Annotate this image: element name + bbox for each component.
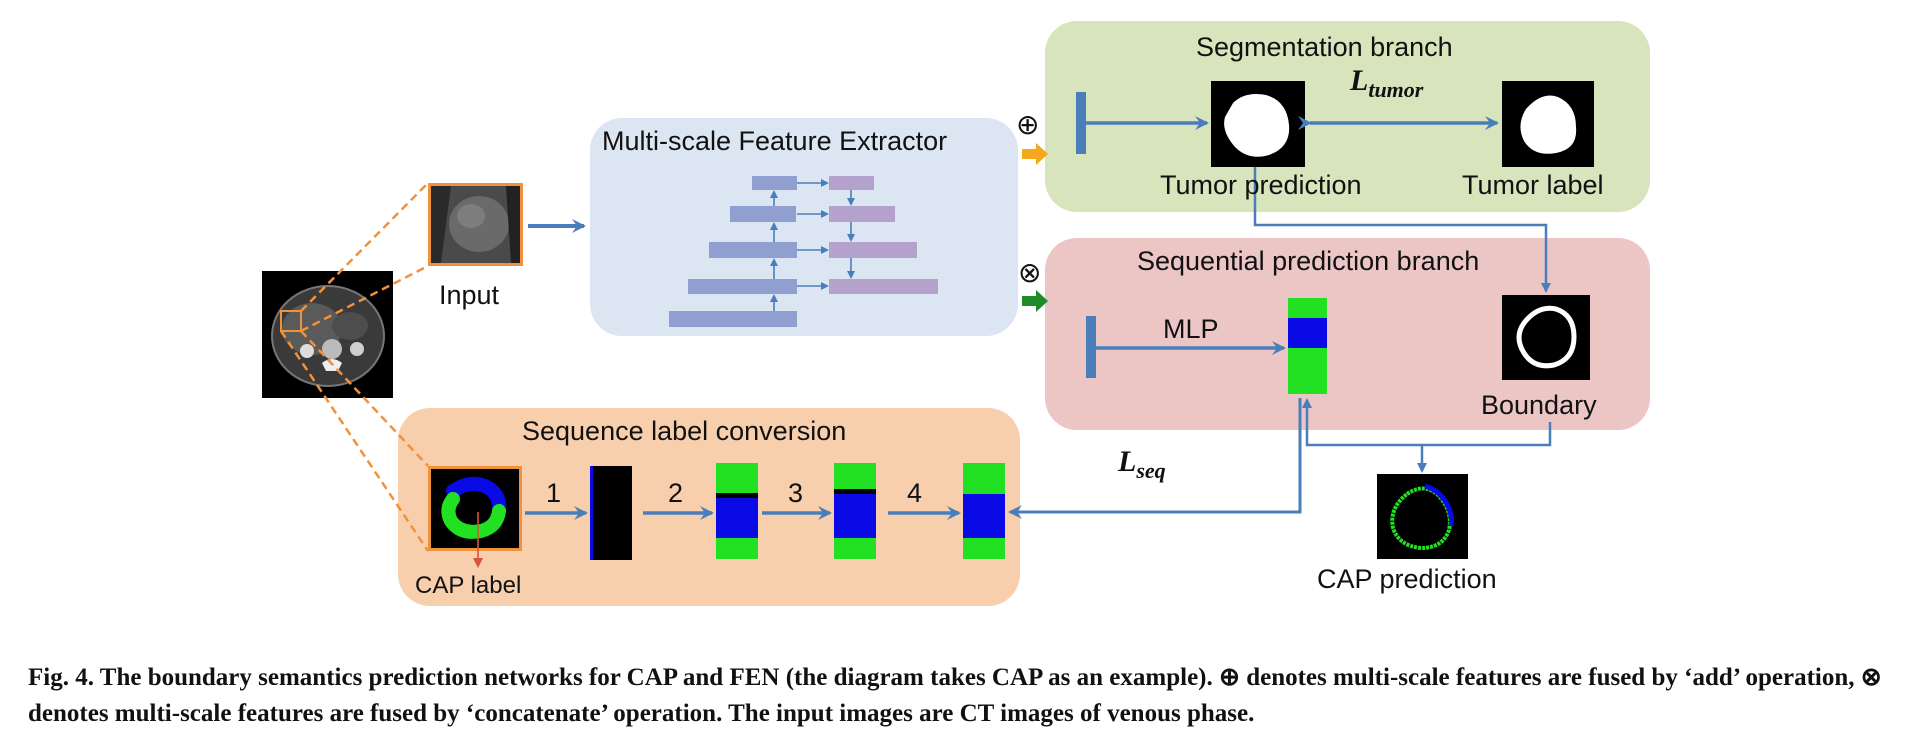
tumor-loss-subscript: tumor [1368,77,1424,102]
extractor-panel [590,118,1018,336]
encoder-block-3 [709,242,797,258]
concat-fusion-arrow [1022,290,1048,312]
step-1-label: 1 [546,478,562,508]
seq-loss-arrow [1008,398,1302,519]
seq-loss-label: Lseq [1118,445,1166,484]
add-symbol: ⊕ [1016,108,1040,141]
encoder-block-4 [688,279,797,294]
tumor-label-image [1502,81,1594,167]
decoder-block-2 [829,206,895,222]
add-fusion-arrow [1022,143,1048,165]
encoder-block-5 [669,311,797,327]
step-4-label: 4 [907,478,923,508]
tumor-loss-label: Ltumor [1350,64,1423,103]
mlp-output-strip [1288,298,1327,394]
tumor-prediction-mask [1224,94,1290,157]
tumor-prediction-label: Tumor prediction [1160,170,1362,200]
extractor-internal-arrows [770,179,855,311]
tumor-loss-symbol: L [1350,64,1369,97]
tumor-label-label: Tumor label [1462,170,1604,200]
input-patch-texture [431,186,520,263]
decoder-block-1 [829,176,874,190]
boundary-label: Boundary [1481,390,1597,420]
input-label: Input [439,280,500,310]
encoder-block-2 [730,206,796,222]
sequence-strip-2 [716,463,758,559]
cap-label-text: CAP label [415,572,522,599]
cap-label-image [428,466,522,551]
ct-scan-drawing [271,285,385,387]
figure-caption: Fig. 4. The boundary semantics predictio… [28,664,1882,727]
mlp-label: MLP [1163,314,1219,344]
segmentation-title: Segmentation branch [1196,32,1453,62]
seq-loss-symbol: L [1118,445,1137,478]
boundary-image [1502,295,1590,380]
step-2-label: 2 [668,478,684,508]
sequence-strip-4 [963,463,1005,559]
sequential-title: Sequential prediction branch [1137,246,1480,276]
tumor-label-mask [1520,95,1577,154]
input-patch-image [428,183,523,266]
seq-loss-subscript: seq [1136,458,1166,483]
cap-label-ring [441,476,507,539]
encoder-block-1 [752,176,797,190]
concat-symbol: ⊗ [1018,256,1042,289]
boundary-to-strip-arrow [1302,398,1552,447]
boundary-ring [1516,305,1577,369]
seq-feature-bar [1086,316,1096,378]
sequence-strip-3 [834,463,876,559]
sequence-conversion-title: Sequence label conversion [522,416,847,446]
sequence-strip-1 [590,466,632,560]
cap-prediction-image [1377,474,1468,559]
decoder-block-3 [829,242,917,258]
prediction-to-boundary-arrow [1253,167,1551,293]
decoder-block-4 [829,279,938,294]
seg-feature-bar [1076,92,1086,154]
step-3-label: 3 [788,478,804,508]
cap-prediction-label: CAP prediction [1317,564,1497,594]
zoom-lines [279,182,430,552]
extractor-title: Multi-scale Feature Extractor [602,126,948,156]
tumor-prediction-image [1211,81,1305,167]
cap-prediction-ring [1390,483,1454,551]
